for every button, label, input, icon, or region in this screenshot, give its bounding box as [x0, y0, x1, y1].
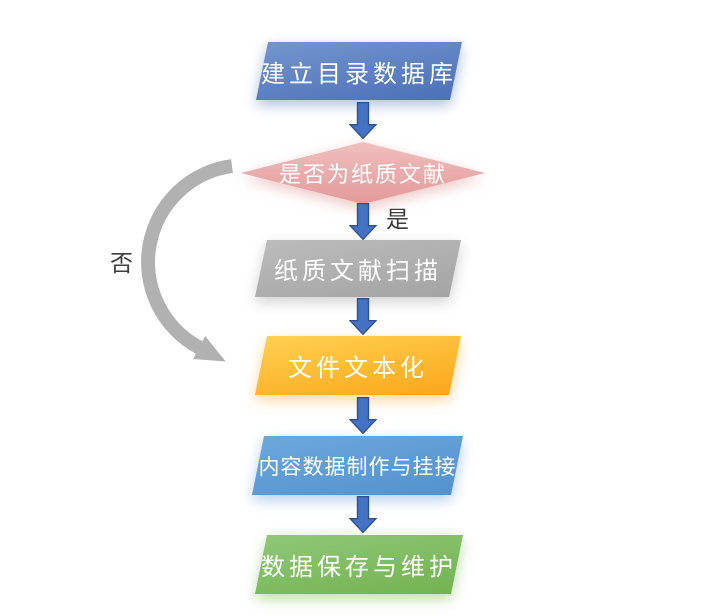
- parallelogram-shape: 纸质文献扫描: [255, 240, 461, 297]
- down-arrow-icon: [349, 298, 377, 335]
- node-content-data-production-linking: 内容数据制作与挂接: [252, 436, 463, 495]
- parallelogram-shape: 内容数据制作与挂接: [252, 436, 463, 495]
- node-file-textualization: 文件文本化: [255, 336, 461, 395]
- node-label: 数据保存与维护: [261, 555, 457, 581]
- node-label: 建立目录数据库: [261, 61, 457, 88]
- diamond-shape: 是否为纸质文献: [241, 142, 485, 204]
- node-build-catalog-database: 建立目录数据库: [256, 42, 462, 100]
- node-label: 内容数据制作与挂接: [258, 454, 457, 479]
- down-arrow-icon: [349, 496, 377, 533]
- down-arrow-icon: [349, 397, 377, 434]
- parallelogram-shape: 文件文本化: [255, 336, 461, 395]
- node-is-paper-document: 是否为纸质文献: [241, 142, 485, 204]
- parallelogram-shape: 建立目录数据库: [256, 42, 462, 100]
- node-paper-document-scan: 纸质文献扫描: [255, 240, 461, 297]
- curved-no-branch-arrow-icon: [141, 159, 234, 362]
- edge-label-yes: 是: [386, 207, 409, 232]
- node-data-preservation-maintenance: 数据保存与维护: [255, 535, 463, 594]
- node-label: 文件文本化: [288, 356, 428, 382]
- parallelogram-shape: 数据保存与维护: [255, 535, 463, 594]
- node-label: 是否为纸质文献: [278, 162, 447, 187]
- node-label: 纸质文献扫描: [274, 259, 442, 285]
- down-arrow-icon: [349, 102, 377, 139]
- down-arrow-icon: [349, 203, 377, 240]
- edge-label-no: 否: [110, 251, 133, 276]
